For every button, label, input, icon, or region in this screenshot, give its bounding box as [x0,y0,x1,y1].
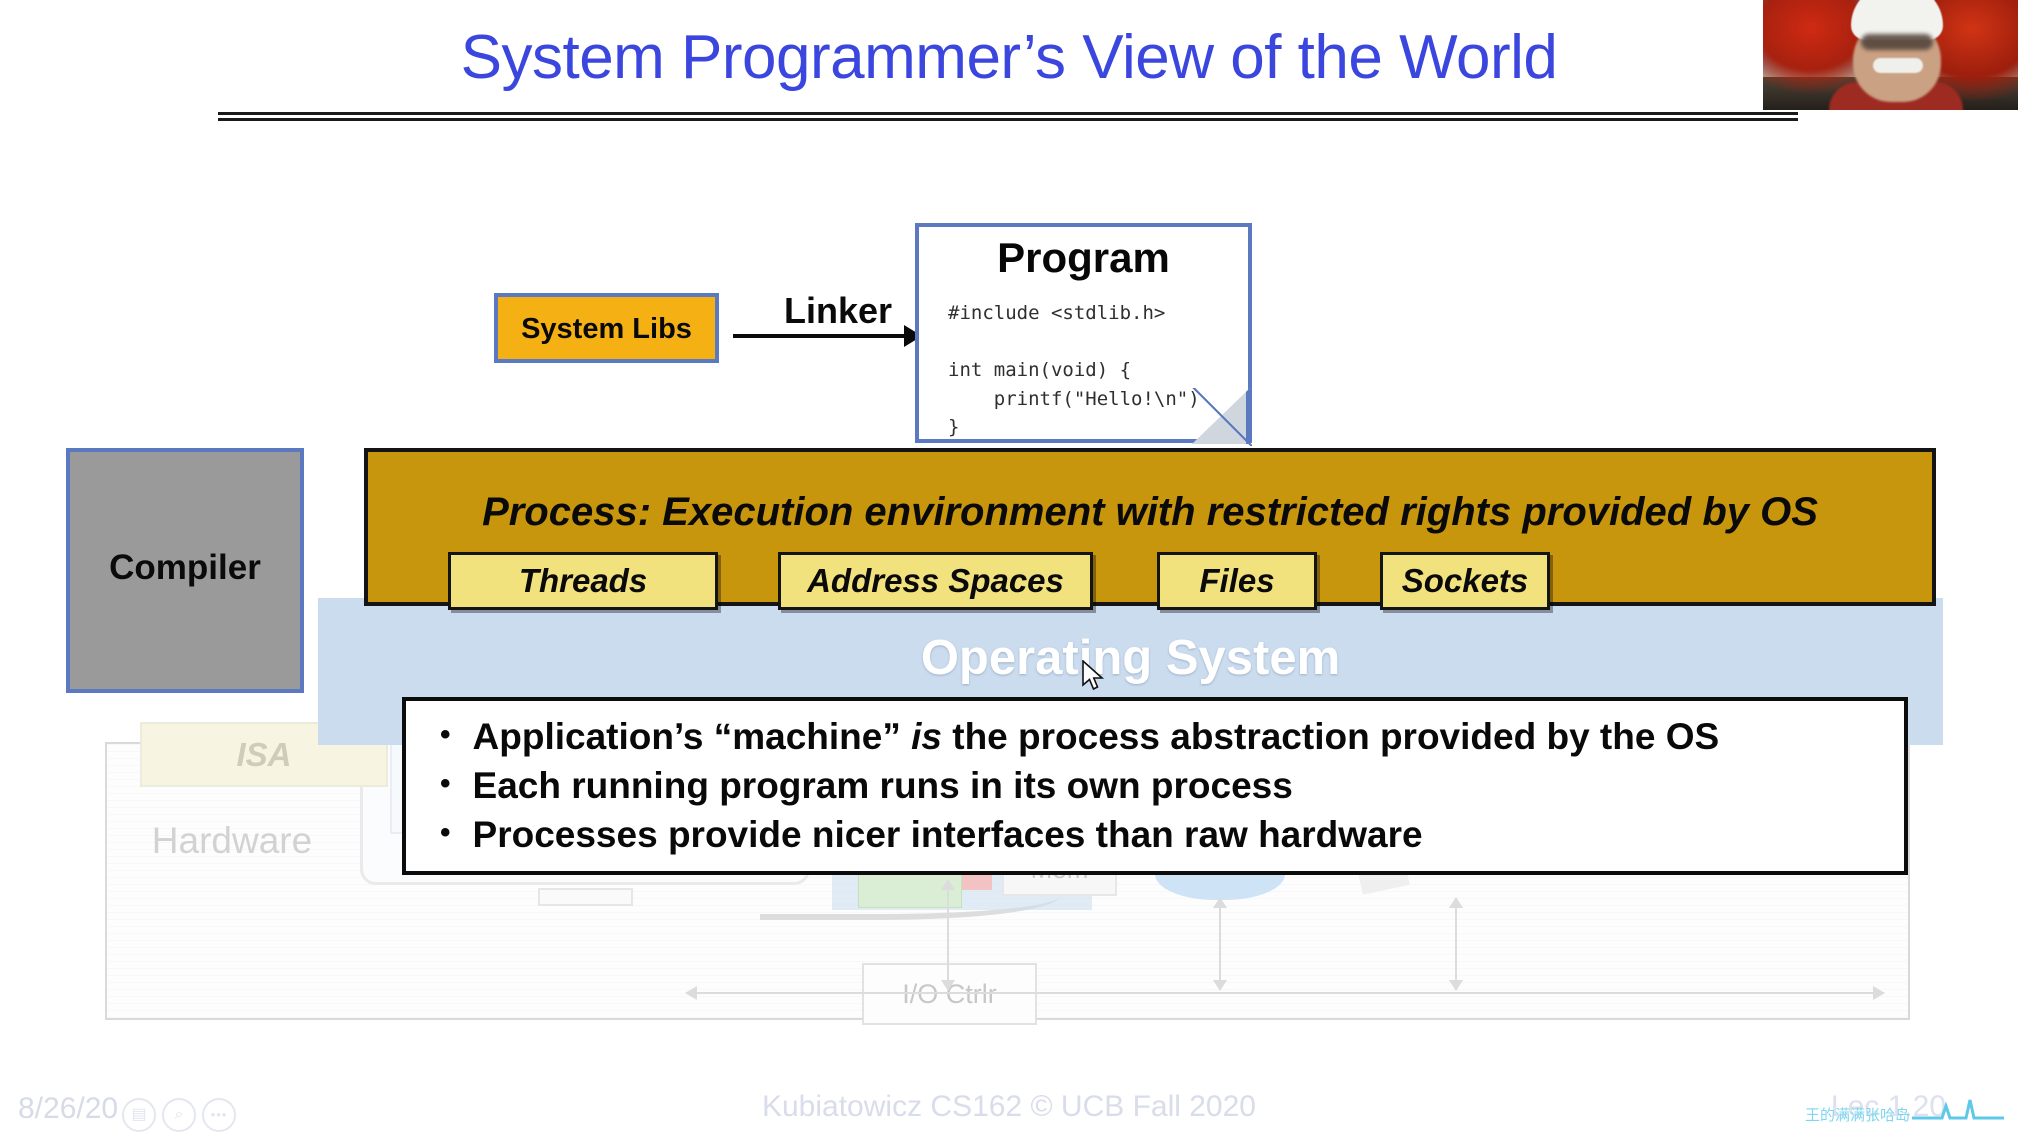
callout-bullet-list: • Application’s “machine” is the process… [418,712,1898,860]
bullet-glyph: • [440,816,451,850]
list-item: • Application’s “machine” is the process… [418,712,1898,761]
save-icon[interactable]: ▤ [122,1098,156,1132]
compiler-box [66,448,304,693]
bus-connector-nic [1449,897,1463,991]
system-bus-arrow [685,986,1885,1000]
program-source-code: #include <stdlib.h> int main(void) { pri… [948,302,1200,438]
process-subbox-files: Files [1157,552,1317,610]
bullet-text: Application’s “machine” is the process a… [472,716,1720,757]
page-title: System Programmer’s View of the World [460,23,1558,92]
page-fold-edge [1192,388,1252,446]
presenter-brow [1861,34,1933,50]
hardware-label: Hardware [151,820,313,861]
presenter-cap [1851,0,1943,40]
footer-copyright: Kubiatowicz CS162 © UCB Fall 2020 [761,1090,1256,1123]
process-subbox-address-spaces: Address Spaces [778,552,1093,610]
overlay-caption-text: 王的满满张哈岛 [1804,1107,1910,1124]
bullet-glyph: • [440,767,451,801]
bullet-text: Each running program runs in its own pro… [472,765,1293,807]
bus-connector-disk [1213,897,1227,991]
more-icon[interactable]: ••• [202,1098,236,1132]
compiler-label: Compiler [109,548,261,587]
mouse-cursor [1082,660,1105,691]
bullet-glyph: • [440,718,451,751]
title-divider [218,112,1798,121]
audio-waveform-icon [1912,1099,2004,1120]
presenter-video-thumbnail[interactable] [1763,0,2018,110]
list-item: • Processes provide nicer interfaces tha… [418,810,1898,859]
io-controller-box: I/O Ctrlr [862,963,1037,1025]
process-subbox-threads: Threads [448,552,718,610]
linker-arrow [733,325,922,347]
search-icon[interactable]: ⌕ [162,1098,196,1132]
cable-shape [760,880,1060,920]
program-title: Program [997,234,1170,281]
process-subbox-sockets: Sockets [1380,552,1550,610]
operating-system-band-left [318,598,418,745]
bullet-text: Processes provide nicer interfaces than … [472,814,1423,856]
list-item: • Each running program runs in its own p… [418,761,1898,810]
bus-connector-cpu [941,879,955,991]
process-label: Process: Execution environment with rest… [482,490,1818,534]
system-libs-label: System Libs [521,313,692,345]
presenter-mustache [1873,58,1923,73]
linker-label: Linker [783,290,893,331]
footer-date: 8/26/20 [18,1092,119,1125]
operating-system-label: Operating System [920,631,1341,685]
callout-box [402,697,1908,875]
system-libs-box [494,293,719,363]
